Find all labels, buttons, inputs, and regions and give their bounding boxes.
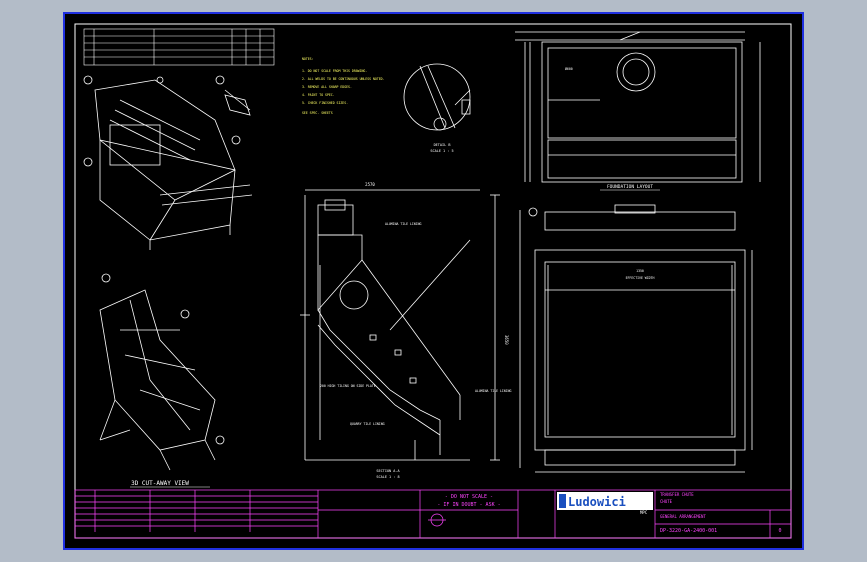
label-side-plate: 200 HIGH TILING ON SIDE PLATE xyxy=(320,384,376,388)
revision-table xyxy=(83,28,275,66)
dim-overall-width: 2570 xyxy=(365,182,375,187)
isometric-view xyxy=(83,75,253,250)
label-alumina-low: ALUMINA TILE LINING xyxy=(475,389,512,393)
cutaway-label: 3D CUT-AWAY VIEW xyxy=(131,480,189,487)
section-aa-label: SECTION A-A xyxy=(376,469,400,473)
cutaway-view xyxy=(99,273,225,471)
if-in-doubt: - IF IN DOUBT - ASK - xyxy=(437,502,500,508)
dim-effective: EFFECTIVE WIDTH xyxy=(626,276,655,280)
foundation-label: FOUNDATION LAYOUT xyxy=(607,184,653,190)
title-line-2: CHUTE xyxy=(660,499,673,504)
section-aa xyxy=(300,189,500,461)
title-line-1: TRANSFER CHUTE xyxy=(660,492,694,497)
drawing-number: DP-3220-GA-2400-001 xyxy=(660,528,717,534)
do-not-scale: - DO NOT SCALE - xyxy=(445,494,493,500)
svg-text:2. ALL WELDS TO BE CONTINUOUS: 2. ALL WELDS TO BE CONTINUOUS UNLESS NOT… xyxy=(302,77,385,81)
front-view xyxy=(519,204,753,473)
svg-text:5. CHECK FINISHED SIZES.: 5. CHECK FINISHED SIZES. xyxy=(302,101,348,105)
foundation-layout xyxy=(515,31,761,183)
svg-text:4. PAINT TO SPEC.: 4. PAINT TO SPEC. xyxy=(302,93,335,97)
label-alumina-top: ALUMINA TILE LINING xyxy=(385,222,422,226)
detail-b-label: DETAIL B xyxy=(434,143,451,147)
svg-text:SEE SPEC. SHEETS: SEE SPEC. SHEETS xyxy=(302,111,333,115)
detail-b xyxy=(403,63,471,131)
svg-text:1. DO NOT SCALE FROM THIS DRAW: 1. DO NOT SCALE FROM THIS DRAWING. xyxy=(302,69,367,73)
revision: 0 xyxy=(778,528,781,534)
notes-block: NOTES: 1. DO NOT SCALE FROM THIS DRAWING… xyxy=(302,57,385,115)
dim-height: 3650 xyxy=(504,335,509,345)
title-line-3: GENERAL ARRANGEMENT xyxy=(660,514,706,519)
dim-flange: Ø600 xyxy=(565,66,573,71)
section-aa-scale: SCALE 1 : 8 xyxy=(376,475,399,479)
label-quarry-tile: QUARRY TILE LINING xyxy=(350,422,385,426)
company-logo: Ludowici MPC xyxy=(557,492,653,515)
svg-text:MPC: MPC xyxy=(640,510,648,515)
svg-text:NOTES:: NOTES: xyxy=(302,57,314,61)
title-block xyxy=(74,489,792,539)
svg-text:Ludowici: Ludowici xyxy=(568,495,626,509)
svg-text:3. REMOVE ALL SHARP EDGES.: 3. REMOVE ALL SHARP EDGES. xyxy=(302,85,352,89)
dim-width-inner: 1350 xyxy=(636,269,644,273)
detail-b-scale: SCALE 1 : 5 xyxy=(430,149,453,153)
